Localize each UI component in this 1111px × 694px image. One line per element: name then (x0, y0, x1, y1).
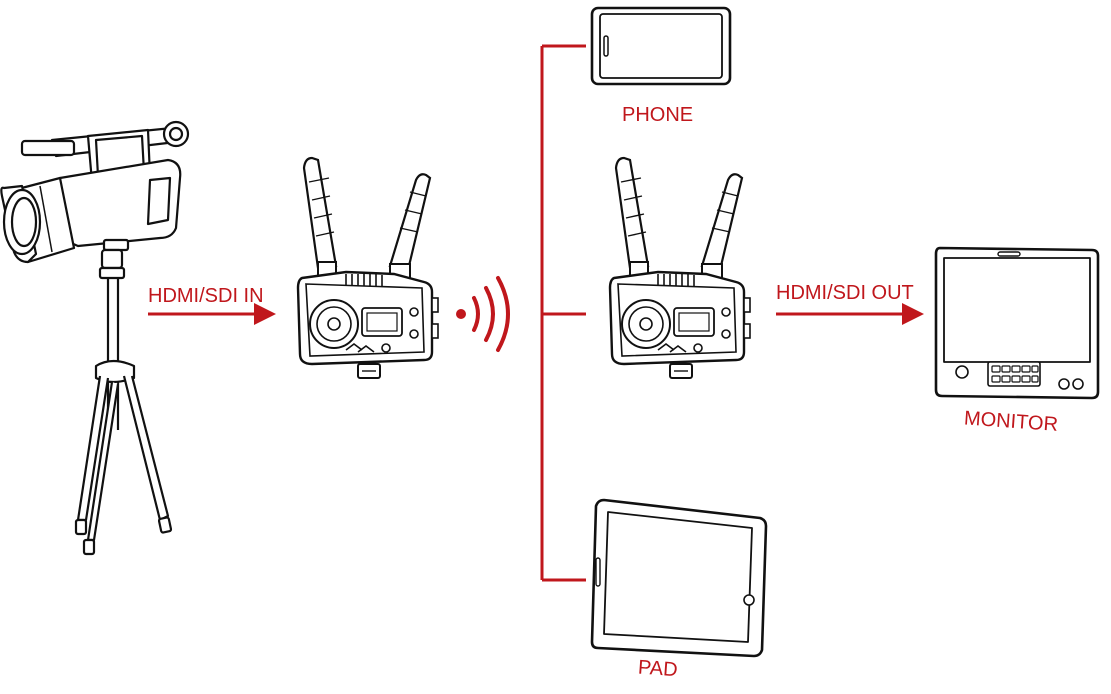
monitor-icon (934, 246, 1100, 400)
monitor-label: MONITOR (963, 407, 1058, 436)
receiver-icon (608, 156, 752, 380)
output-label: HDMI/SDI OUT (776, 282, 914, 304)
output-arrow (776, 303, 924, 325)
phone-label: PHONE (622, 104, 693, 126)
input-arrow (148, 303, 276, 325)
tripod-icon (74, 248, 173, 556)
wireless-signal-icon (456, 276, 510, 352)
phone-icon (590, 6, 732, 86)
camcorder-icon (0, 120, 190, 264)
input-label: HDMI/SDI IN (148, 285, 264, 307)
transmitter-icon (296, 156, 440, 380)
pad-label: PAD (637, 656, 678, 681)
distribution-bracket (540, 44, 586, 582)
tablet-icon (590, 498, 768, 658)
